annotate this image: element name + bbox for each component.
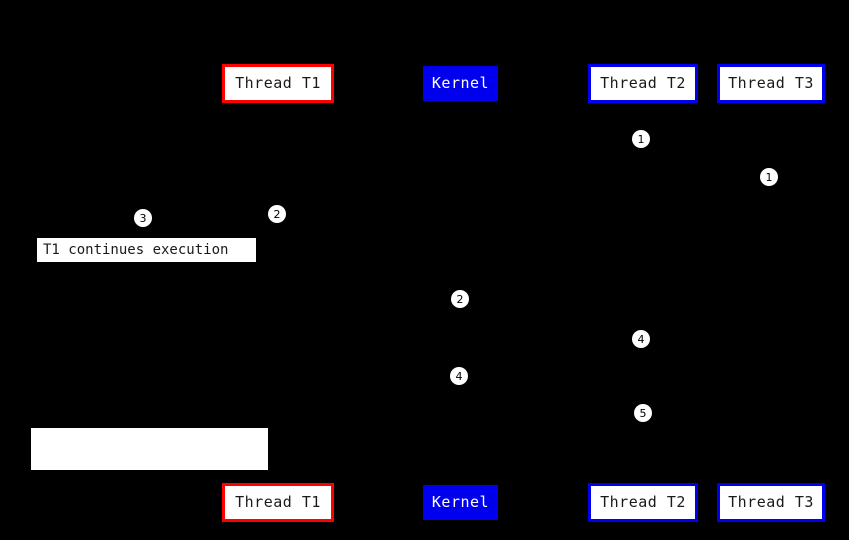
note-t1-continues-execution-label: T1 continues execution bbox=[43, 242, 229, 258]
blank-note-region bbox=[31, 428, 268, 470]
step-marker-number: 4 bbox=[637, 332, 645, 346]
actor-header-thread-t2-label: Thread T2 bbox=[600, 74, 686, 92]
step-marker: 2 bbox=[268, 205, 286, 223]
step-marker: 5 bbox=[634, 404, 652, 422]
step-marker-number: 1 bbox=[637, 132, 645, 146]
note-t1-continues-execution: T1 continues execution bbox=[36, 237, 257, 263]
lifeline-thread-t3 bbox=[771, 103, 772, 483]
actor-footer-thread-t3[interactable]: Thread T3 bbox=[717, 483, 825, 522]
step-marker: 1 bbox=[760, 168, 778, 186]
actor-footer-kernel[interactable]: Kernel bbox=[423, 485, 498, 520]
actor-footer-thread-t3-label: Thread T3 bbox=[728, 493, 814, 511]
step-marker: 3 bbox=[134, 209, 152, 227]
actor-footer-thread-t2-label: Thread T2 bbox=[600, 493, 686, 511]
step-marker: 1 bbox=[632, 130, 650, 148]
step-marker-number: 4 bbox=[455, 369, 463, 383]
step-marker: 4 bbox=[450, 367, 468, 385]
step-marker-number: 1 bbox=[765, 170, 773, 184]
step-marker: 2 bbox=[451, 290, 469, 308]
step-marker-number: 2 bbox=[273, 207, 281, 221]
actor-header-thread-t1[interactable]: Thread T1 bbox=[222, 64, 334, 103]
actor-header-kernel[interactable]: Kernel bbox=[423, 66, 498, 101]
lifeline-thread-t1 bbox=[278, 103, 279, 483]
actor-header-thread-t1-label: Thread T1 bbox=[235, 74, 321, 92]
actor-footer-kernel-label: Kernel bbox=[431, 493, 490, 511]
actor-header-kernel-label: Kernel bbox=[431, 74, 490, 92]
actor-footer-thread-t1[interactable]: Thread T1 bbox=[222, 483, 334, 522]
step-marker: 4 bbox=[632, 330, 650, 348]
actor-footer-thread-t2[interactable]: Thread T2 bbox=[588, 483, 698, 522]
lifeline-thread-t2 bbox=[643, 103, 644, 483]
actor-footer-thread-t1-label: Thread T1 bbox=[235, 493, 321, 511]
step-marker-number: 3 bbox=[139, 211, 147, 225]
step-marker-number: 5 bbox=[639, 406, 647, 420]
actor-header-thread-t2[interactable]: Thread T2 bbox=[588, 64, 698, 103]
step-marker-number: 2 bbox=[456, 292, 464, 306]
actor-header-thread-t3[interactable]: Thread T3 bbox=[717, 64, 825, 103]
actor-header-thread-t3-label: Thread T3 bbox=[728, 74, 814, 92]
